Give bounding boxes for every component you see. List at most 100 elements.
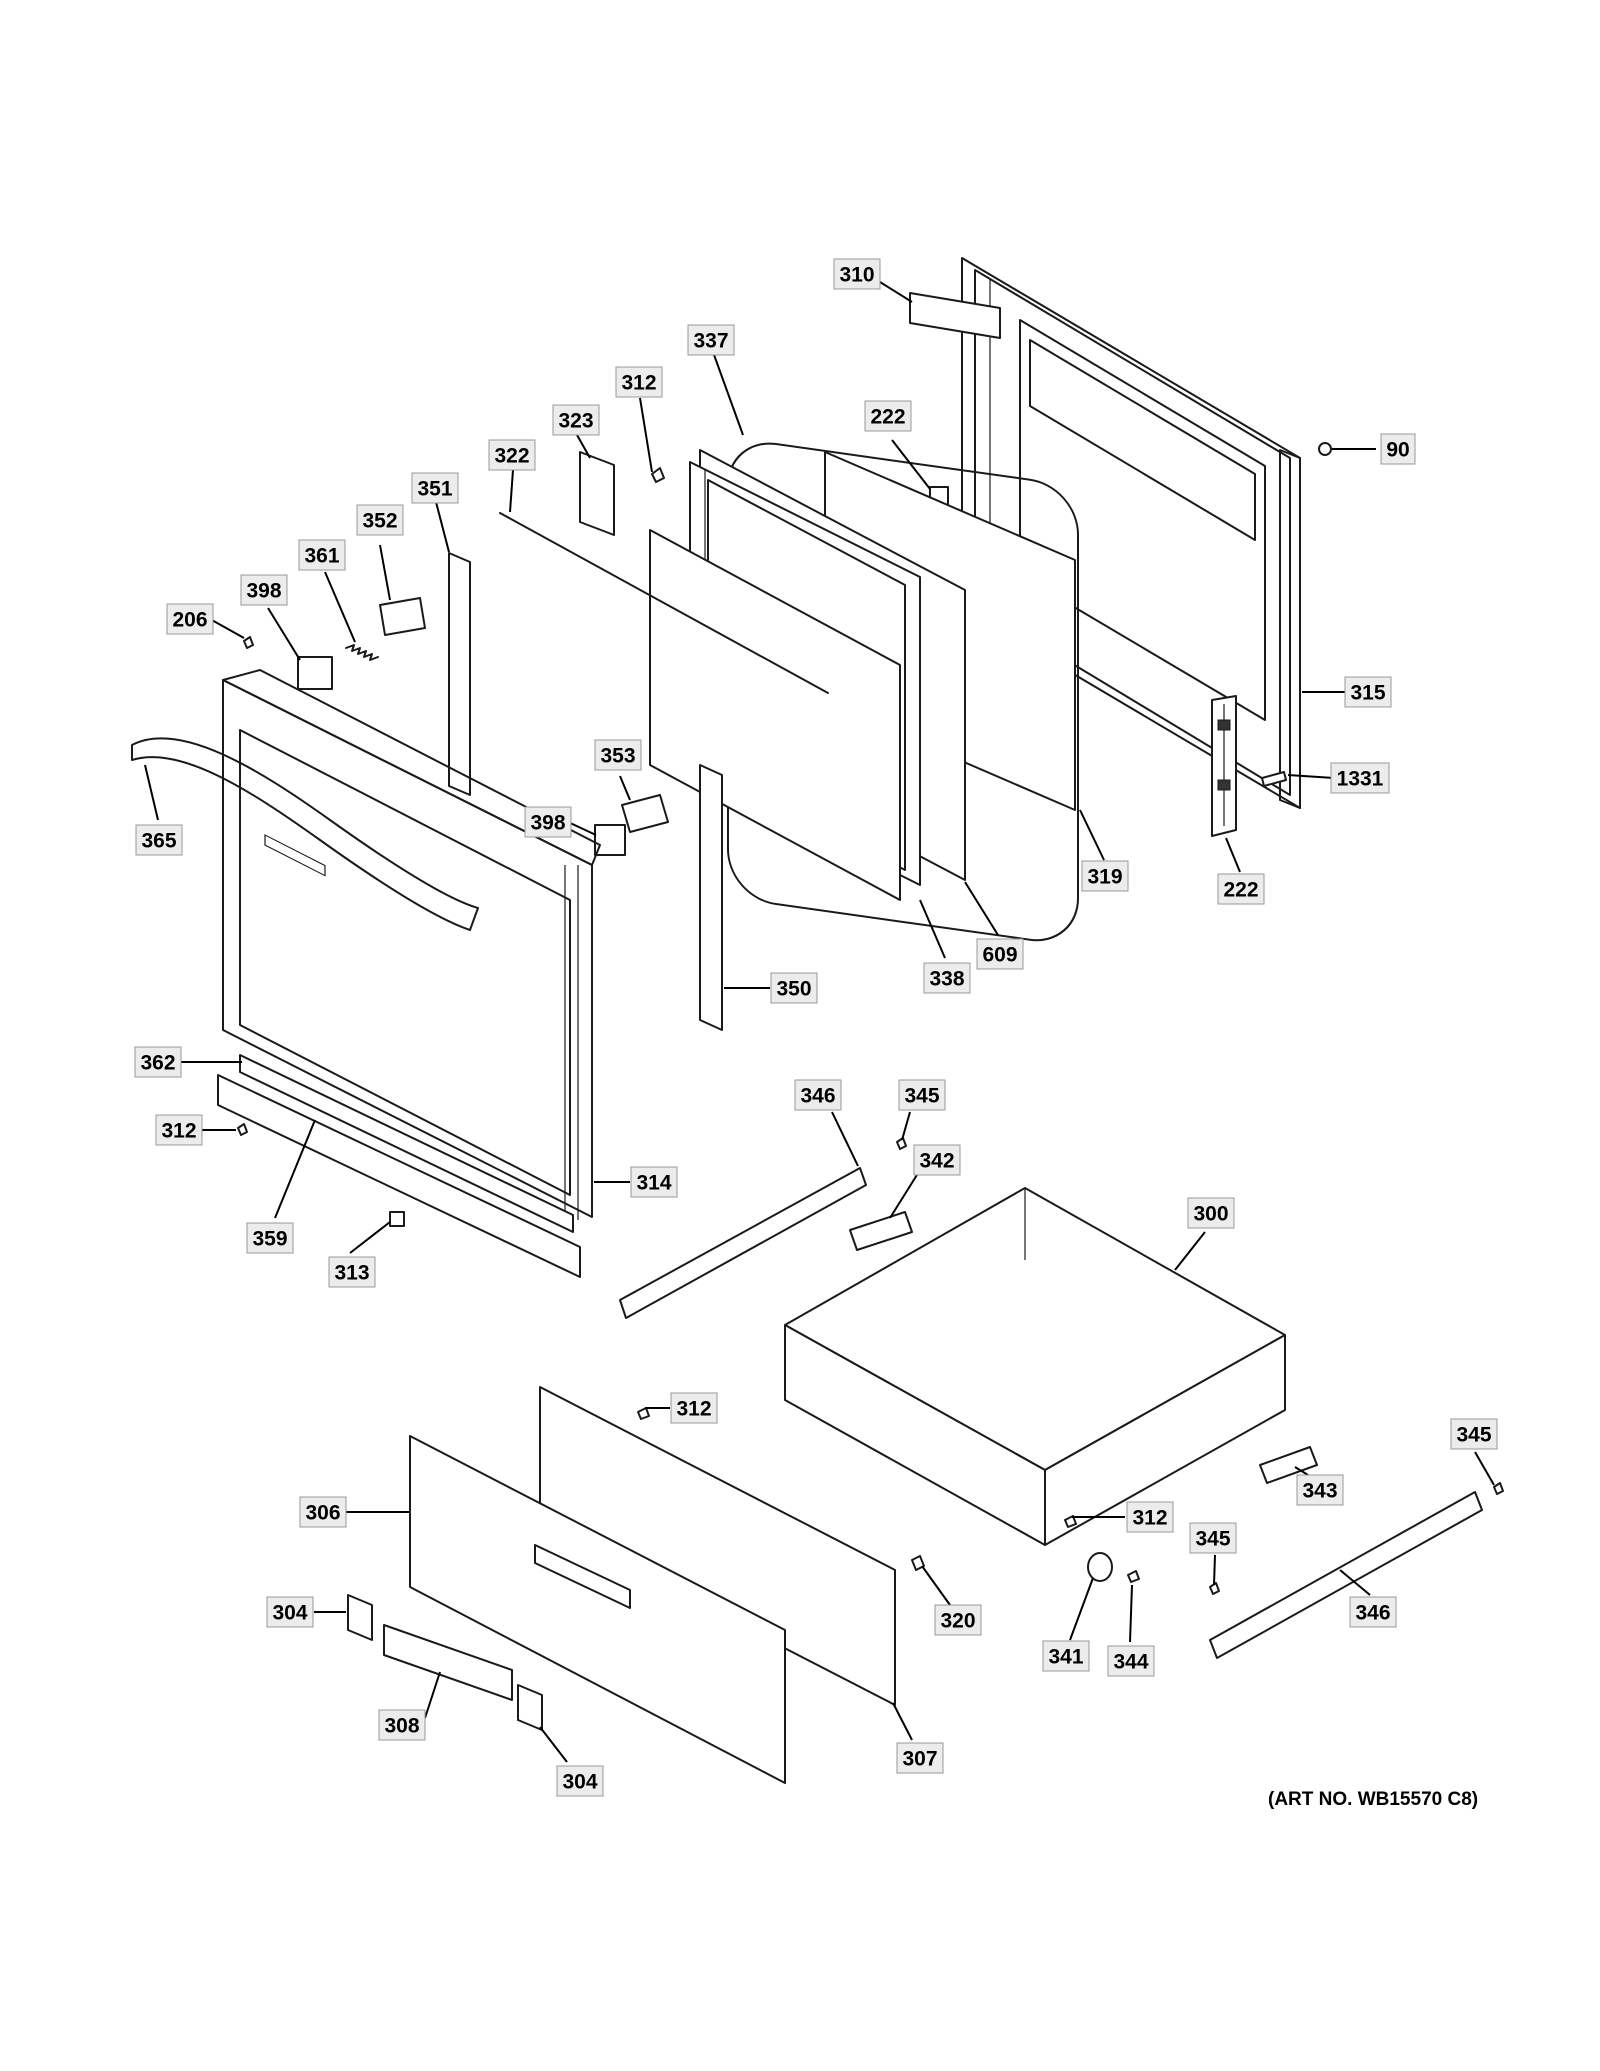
- callout-number: 90: [1386, 439, 1409, 462]
- callout-312: 312: [155, 1114, 203, 1146]
- callout-box: [976, 938, 1024, 970]
- callout-box: [670, 1392, 718, 1424]
- leader-365: [144, 764, 159, 821]
- leader-319: [1079, 809, 1105, 861]
- callout-90: 90: [1380, 433, 1416, 465]
- callout-304: 304: [266, 1596, 314, 1628]
- callout-box: [1081, 860, 1129, 892]
- callout-box: [298, 539, 346, 571]
- leader-398a: [267, 607, 301, 661]
- callout-345: 345: [1450, 1418, 1498, 1450]
- callout-box: [166, 603, 214, 635]
- callout-box: [1187, 1197, 1235, 1229]
- callout-304: 304: [556, 1765, 604, 1797]
- callout-number: 361: [304, 545, 339, 568]
- callout-box: [923, 962, 971, 994]
- callout-314: 314: [630, 1166, 678, 1198]
- callout-206: 206: [166, 603, 214, 635]
- spring-361-part: [345, 644, 379, 661]
- callout-number: 312: [676, 1398, 711, 1421]
- callout-number: 319: [1087, 866, 1122, 889]
- callout-number: 222: [1223, 879, 1258, 902]
- callout-box: [1450, 1418, 1498, 1450]
- leader-322: [509, 469, 514, 513]
- callout-361: 361: [298, 539, 346, 571]
- glide-343-part: [1259, 1446, 1318, 1484]
- callout-box: [896, 1742, 944, 1774]
- latch-353-part: [621, 794, 669, 833]
- callout-box: [913, 1144, 961, 1176]
- door-hinge-part: [1211, 695, 1237, 837]
- callout-359: 359: [246, 1222, 294, 1254]
- callout-box: [770, 972, 818, 1004]
- callout-number: 359: [252, 1228, 287, 1251]
- end-cap-304-right-part: [517, 1684, 543, 1731]
- callout-number: 313: [334, 1262, 369, 1285]
- callout-box: [1217, 873, 1265, 905]
- callout-box: [552, 404, 600, 436]
- clip-313-part: [389, 1211, 405, 1227]
- callout-number: 352: [362, 510, 397, 533]
- callout-300: 300: [1187, 1197, 1235, 1229]
- callout-number: 353: [600, 745, 635, 768]
- leader-345a: [901, 1111, 911, 1141]
- callout-346: 346: [794, 1079, 842, 1111]
- drawer-handle-308-part: [383, 1624, 513, 1701]
- callout-box: [864, 400, 912, 432]
- callout-398: 398: [524, 806, 572, 838]
- callout-312: 312: [1126, 1501, 1174, 1533]
- callout-number: 362: [140, 1052, 175, 1075]
- callout-number: 312: [161, 1120, 196, 1143]
- leader-345c: [1213, 1554, 1216, 1586]
- screw-345-right-part: [1493, 1482, 1504, 1495]
- leader-222a: [891, 439, 931, 490]
- callout-number: 398: [246, 580, 281, 603]
- callout-313: 313: [328, 1256, 376, 1288]
- callout-box: [524, 806, 572, 838]
- callout-312: 312: [615, 366, 663, 398]
- callout-box: [1126, 1501, 1174, 1533]
- callout-number: 337: [693, 330, 728, 353]
- callout-number: 343: [1302, 1480, 1337, 1503]
- leader-320: [921, 1565, 951, 1606]
- callout-box: [1344, 676, 1392, 708]
- block-398-top-part: [297, 656, 333, 690]
- callout-box: [328, 1256, 376, 1288]
- bottom-trim-359-part: [217, 1074, 581, 1278]
- leader-352: [379, 544, 391, 601]
- callout-number: 300: [1193, 1203, 1228, 1226]
- callout-box: [378, 1709, 426, 1741]
- leader-351: [435, 501, 450, 553]
- vent-panel-part: [909, 292, 1001, 339]
- callout-number: 304: [562, 1771, 597, 1794]
- leader-222b: [1225, 837, 1241, 873]
- callout-box: [934, 1604, 982, 1636]
- callout-319: 319: [1081, 860, 1129, 892]
- callout-322: 322: [488, 439, 536, 471]
- callout-number: 312: [621, 372, 656, 395]
- callout-number: 308: [384, 1715, 419, 1738]
- callout-box: [898, 1079, 946, 1111]
- leader-361: [324, 571, 356, 643]
- callout-box: [630, 1166, 678, 1198]
- callout-number: 351: [417, 478, 452, 501]
- roller-341-part: [1087, 1552, 1113, 1582]
- callout-number: 315: [1350, 682, 1385, 705]
- leader-206: [209, 618, 245, 639]
- bottom-trim-362-part: [239, 1054, 574, 1233]
- block-398-mid-part: [594, 824, 626, 856]
- leader-304b: [539, 1726, 568, 1763]
- callout-344: 344: [1107, 1645, 1155, 1677]
- callout-number: 1331: [1337, 768, 1384, 791]
- callout-number: 320: [940, 1610, 975, 1633]
- callout-box: [1349, 1596, 1397, 1628]
- leader-341: [1069, 1577, 1094, 1641]
- leader-346b: [1339, 1569, 1371, 1596]
- screw-344-part: [1127, 1570, 1140, 1583]
- parts-artwork: [131, 257, 1504, 1784]
- bumper-part: [1318, 442, 1332, 456]
- callout-312: 312: [670, 1392, 718, 1424]
- leader-1331: [1287, 774, 1335, 779]
- leader-308: [424, 1671, 441, 1719]
